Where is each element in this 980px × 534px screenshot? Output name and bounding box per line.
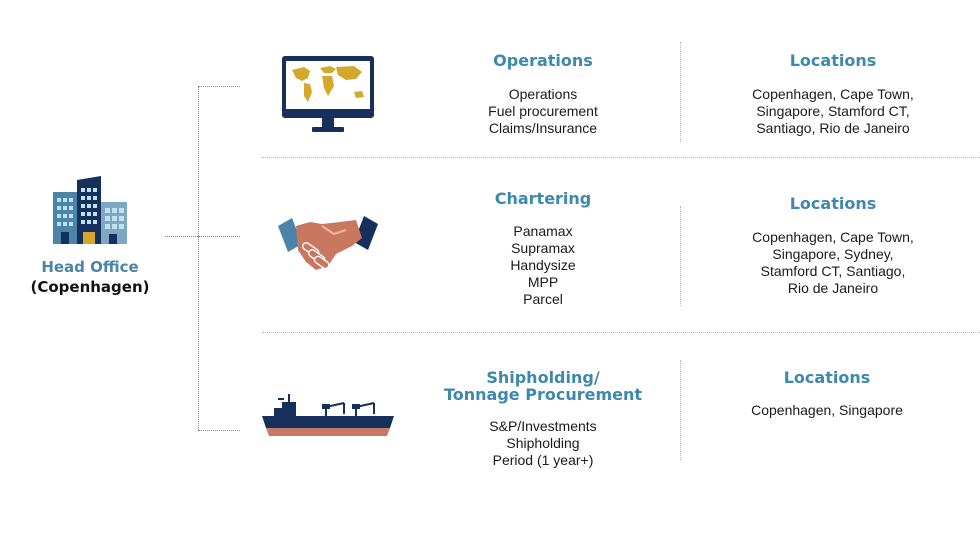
list-item: Operations [508, 86, 578, 102]
section-title-chartering: Chartering [443, 190, 643, 207]
locations-list-3: Copenhagen, Singapore [707, 402, 947, 419]
connector-branch-1 [198, 86, 240, 87]
location-line: Singapore, Stamford CT, [756, 103, 910, 119]
connector-head [165, 236, 198, 237]
list-item: Parcel [523, 291, 563, 307]
computer-world-map-icon [280, 56, 376, 134]
locations-title-1: Locations [789, 51, 877, 70]
head-office-title: Head Office [41, 258, 139, 276]
section-title-operations: Operations [443, 52, 643, 69]
locations-list-2: Copenhagen, Cape Town, Singapore, Sydney… [713, 229, 953, 297]
location-line: Copenhagen, Cape Town, [752, 229, 914, 245]
operations-items-list: Operations Fuel procurement Claims/Insur… [443, 86, 643, 137]
connector-branch-2 [198, 236, 240, 237]
locations-list-1: Copenhagen, Cape Town, Singapore, Stamfo… [713, 86, 953, 137]
list-item: Handysize [510, 257, 576, 273]
location-line: Copenhagen, Singapore [751, 402, 903, 418]
location-line: Stamford CT, Santiago, [760, 263, 906, 279]
list-item: S&P/Investments [489, 418, 597, 434]
handshake-icon [276, 212, 380, 274]
head-office-subtitle: (Copenhagen) [30, 278, 150, 296]
column-divider-2 [680, 206, 681, 306]
list-item: Fuel procurement [488, 103, 598, 119]
list-item: Supramax [511, 240, 575, 256]
list-item: Shipholding [506, 435, 580, 451]
locations-title-3: Locations [783, 368, 871, 387]
column-divider-1 [680, 42, 681, 142]
connector-branch-3 [198, 430, 240, 431]
location-line: Rio de Janeiro [787, 280, 879, 296]
row-divider-1 [262, 157, 980, 158]
shipholding-items-list: S&P/Investments Shipholding Period (1 ye… [443, 418, 643, 469]
section-title-line: Operations [493, 51, 593, 70]
row-divider-2 [262, 332, 980, 333]
section-title-line: Tonnage Procurement [443, 385, 643, 404]
chartering-items-list: Panamax Supramax Handysize MPP Parcel [443, 223, 643, 308]
list-item: Claims/Insurance [488, 120, 598, 136]
section-title-shipholding: Shipholding/ Tonnage Procurement [433, 369, 653, 403]
location-line: Copenhagen, Cape Town, [752, 86, 914, 102]
list-item: Panamax [513, 223, 573, 239]
cargo-ship-icon [260, 390, 398, 440]
section-title-line: Shipholding/ [486, 368, 600, 387]
column-divider-3 [680, 360, 681, 460]
location-line: Santiago, Rio de Janeiro [756, 120, 910, 136]
connector-trunk [198, 86, 199, 430]
locations-title-2: Locations [789, 194, 877, 213]
office-buildings-icon [50, 176, 132, 244]
location-line: Singapore, Sydney, [772, 246, 894, 262]
list-item: MPP [527, 274, 559, 290]
section-title-line: Chartering [494, 189, 592, 208]
list-item: Period (1 year+) [492, 452, 594, 468]
